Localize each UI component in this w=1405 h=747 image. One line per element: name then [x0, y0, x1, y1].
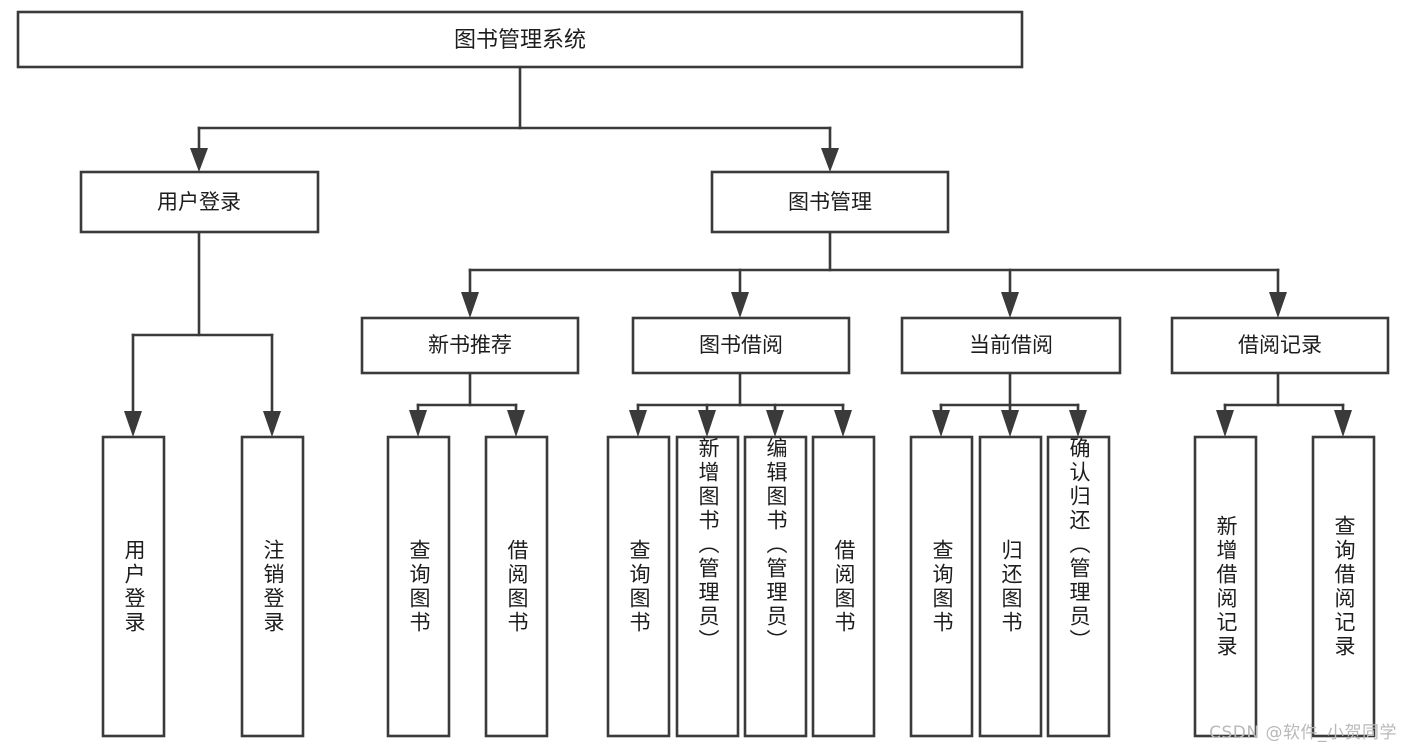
arrow-head-leaf-query-book-a: [409, 410, 427, 437]
node-user-login[interactable]: [79, 170, 320, 234]
arrow-head-leaf-return-book: [1001, 410, 1019, 437]
node-new-book-recommendation-label: 新书推荐: [428, 333, 512, 357]
arrow-head-leaf-borrow-book-b: [834, 410, 852, 437]
node-new-book-recommendation[interactable]: [360, 316, 580, 375]
node-user-login-label: 用户登录: [157, 190, 241, 214]
leaf-add-book-admin[interactable]: [675, 435, 740, 738]
node-book-borrowing-label: 图书借阅: [699, 333, 783, 357]
arrow-head-leaf-add-borrow-record: [1216, 410, 1234, 437]
leaf-query-book-c[interactable]: [909, 435, 974, 738]
arrow-head-leaf-edit-book-admin: [766, 410, 784, 437]
node-borrowing-record-label: 借阅记录: [1238, 333, 1322, 357]
node-borrowing-record[interactable]: [1170, 316, 1390, 375]
node-book-borrowing[interactable]: [631, 316, 851, 375]
leaf-logout[interactable]: [240, 435, 305, 738]
leaf-query-borrow-record[interactable]: [1311, 435, 1376, 738]
node-book-management[interactable]: [710, 170, 950, 234]
arrow-head-borrow-record: [1269, 292, 1287, 318]
arrow-head-leaf-logout: [263, 411, 281, 437]
arrow-head-leaf-query-borrow-record: [1334, 410, 1352, 437]
connectors-layer: [124, 65, 1352, 437]
leaf-return-book[interactable]: [978, 435, 1043, 738]
node-root-book-management-system[interactable]: [16, 10, 1024, 69]
arrow-head-book-borrow: [731, 292, 749, 318]
nodes-layer: 图书管理系统 用户登录 图书管理 新书推荐 图书借阅 当前借阅 借阅记录: [16, 10, 1390, 738]
arrow-head-user-login: [190, 148, 208, 172]
arrow-head-leaf-query-book-b: [629, 410, 647, 437]
arrow-head-current-borrow: [1001, 292, 1019, 318]
arrow-head-leaf-add-book-admin: [698, 410, 716, 437]
leaf-borrow-book-a[interactable]: [484, 435, 549, 738]
csdn-watermark: CSDN @软件_小贺同学: [1209, 723, 1397, 743]
node-root-label: 图书管理系统: [454, 28, 586, 53]
arrow-head-new-book-rec: [461, 292, 479, 318]
leaf-user-login[interactable]: [101, 435, 166, 738]
leaf-borrow-book-b[interactable]: [811, 435, 876, 738]
leaf-query-book-a[interactable]: [386, 435, 451, 738]
node-current-borrowing[interactable]: [900, 316, 1122, 375]
arrow-head-leaf-query-book-c: [932, 410, 950, 437]
arrow-head-leaf-borrow-book-a: [507, 410, 525, 437]
leaf-confirm-return-admin[interactable]: [1046, 435, 1111, 738]
leaf-add-borrow-record[interactable]: [1193, 435, 1258, 738]
node-book-management-label: 图书管理: [788, 190, 872, 214]
arrow-head-leaf-user-login: [124, 411, 142, 437]
arrow-head-leaf-confirm-return: [1069, 410, 1087, 437]
leaf-query-book-b[interactable]: [606, 435, 671, 738]
node-current-borrowing-label: 当前借阅: [969, 333, 1053, 357]
arrow-head-book-mgmt: [821, 148, 839, 172]
leaf-edit-book-admin[interactable]: [743, 435, 808, 738]
